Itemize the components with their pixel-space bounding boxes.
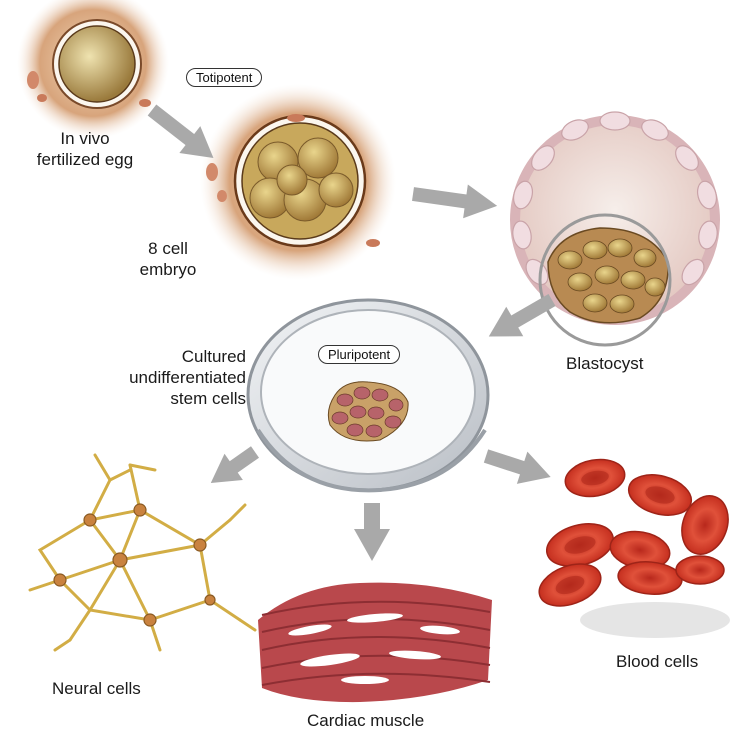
cultured-stem-cells-caption: Cultured undifferentiated stem cells [90,346,246,409]
cardiac-muscle-caption: Cardiac muscle [307,710,424,731]
cardiac-muscle-illustration [258,583,492,702]
pluripotent-label: Pluripotent [328,347,390,362]
cultured-caption-line3: stem cells [90,388,246,409]
blood-cells-illustration [533,455,733,638]
eight-cell-embryo-illustration [200,84,396,280]
petri-dish-illustration [248,300,488,490]
arrow-dish-to-neural [202,439,265,496]
embryo-caption-line1: 8 cell [128,238,208,259]
embryo-caption: 8 cell embryo [128,238,208,280]
blood-cells-caption: Blood cells [616,651,698,672]
arrow-embryo-to-blastocyst [411,177,500,222]
totipotent-badge: Totipotent [186,68,262,87]
fertilized-egg-illustration [17,0,169,139]
arrow-blastocyst-to-dish [480,285,560,351]
cultured-caption-line1: Cultured [90,346,246,367]
neural-cells-illustration [30,455,255,650]
fertilized-egg-caption-line1: In vivo [20,128,150,149]
fertilized-egg-caption: In vivo fertilized egg [20,128,150,170]
cultured-caption-line2: undifferentiated [90,367,246,388]
arrow-dish-to-cardiac [354,503,390,561]
embryo-caption-line2: embryo [128,259,208,280]
neural-cells-caption: Neural cells [52,678,141,699]
arrow-dish-to-blood [481,440,556,493]
pluripotent-badge: Pluripotent [318,345,400,364]
fertilized-egg-caption-line2: fertilized egg [20,149,150,170]
blastocyst-caption: Blastocyst [566,353,643,374]
totipotent-label: Totipotent [196,70,252,85]
